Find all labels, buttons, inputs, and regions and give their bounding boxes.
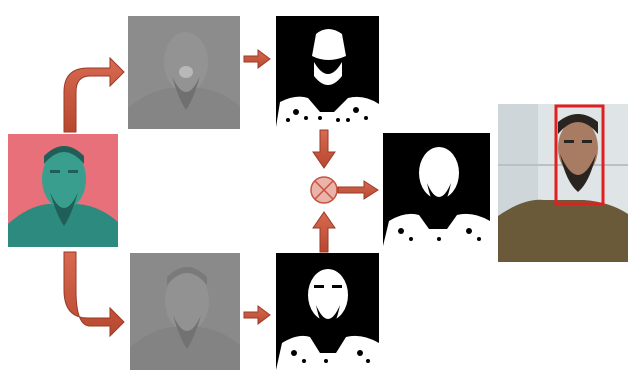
combined-mask-image — [383, 133, 490, 246]
arrow-gray-to-mask-top — [244, 50, 270, 68]
arrow-mask-bottom-to-operator — [313, 212, 335, 252]
detected-face-image — [498, 104, 628, 262]
gray-channel-bottom-image — [130, 253, 240, 370]
curved-arrow-top — [64, 58, 124, 132]
arrow-mask-top-to-operator — [313, 130, 335, 168]
multiply-operator-icon — [311, 177, 337, 203]
gray-channel-top-image — [128, 16, 240, 129]
binary-mask-top-image — [276, 16, 379, 127]
binary-mask-bottom-image — [276, 253, 379, 370]
arrow-operator-to-combined — [338, 181, 378, 199]
arrow-gray-to-mask-bottom — [244, 306, 270, 324]
curved-arrow-bottom — [64, 252, 124, 336]
input-face-image — [8, 134, 118, 247]
